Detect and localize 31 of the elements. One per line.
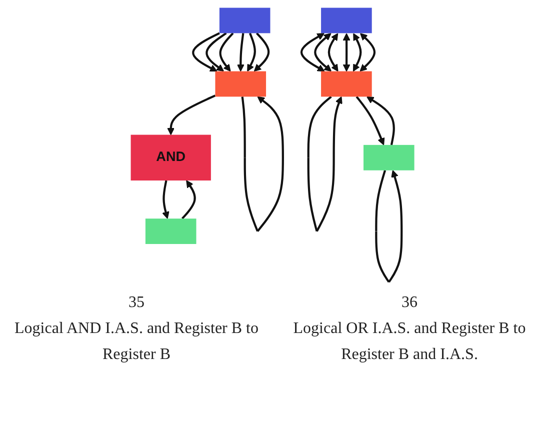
node-box bbox=[322, 71, 372, 97]
arrow bbox=[366, 96, 396, 146]
arrow bbox=[300, 33, 326, 72]
arrow bbox=[192, 32, 220, 72]
arrow bbox=[314, 33, 332, 72]
arrow bbox=[343, 33, 351, 72]
node-box bbox=[364, 144, 415, 170]
arrow bbox=[353, 33, 362, 72]
arrow bbox=[237, 33, 245, 72]
arrow bbox=[242, 96, 284, 232]
node-box: AND bbox=[131, 134, 212, 180]
figure-caption: Logical OR I.A.S. and Register B to Register B and I.A.S. bbox=[292, 319, 527, 365]
arrow bbox=[308, 96, 343, 232]
arrow bbox=[168, 94, 216, 136]
arrow bbox=[328, 33, 339, 72]
arrow bbox=[206, 32, 228, 72]
figure-caption: Logical AND I.A.S. and Register B to Register B bbox=[14, 319, 260, 365]
node-box bbox=[216, 71, 266, 97]
figure-number: 35 bbox=[128, 293, 146, 313]
arrow bbox=[356, 96, 386, 146]
arrow bbox=[162, 180, 170, 219]
arrow bbox=[248, 32, 256, 72]
arrow bbox=[254, 32, 270, 72]
node-box bbox=[220, 8, 271, 34]
arrow bbox=[182, 180, 196, 220]
arrow bbox=[360, 33, 376, 72]
node-box bbox=[322, 8, 372, 34]
arrow bbox=[220, 32, 234, 72]
node-box bbox=[146, 218, 197, 244]
arrow bbox=[376, 170, 404, 283]
figure-number: 36 bbox=[400, 293, 418, 313]
